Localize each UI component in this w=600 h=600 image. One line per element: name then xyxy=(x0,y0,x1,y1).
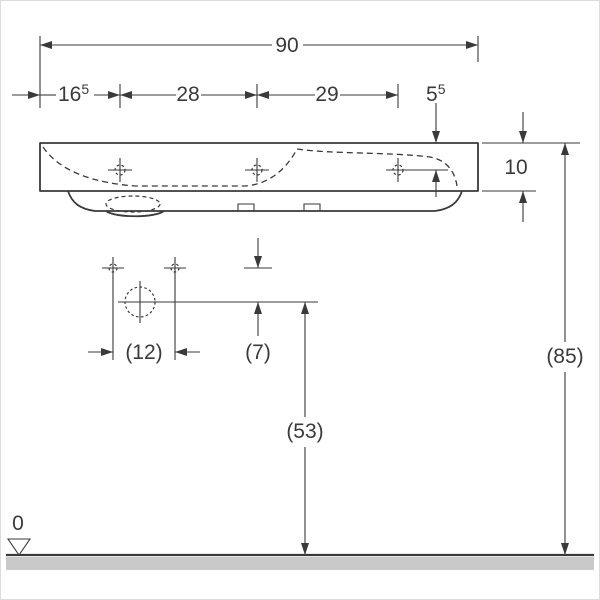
taphole-symbol-left xyxy=(108,158,132,182)
dim-label-left-to-taphole: 165 xyxy=(58,81,89,106)
dim-label-taphole-gap1: 28 xyxy=(176,83,199,106)
basin-rim-outline xyxy=(39,142,479,192)
dim-label-rim-height: 10 xyxy=(504,156,527,179)
dim-label-fixing-spacing: (12) xyxy=(125,341,162,364)
dim-label-fixing-to-outlet: (7) xyxy=(245,341,271,364)
ground-datum: 0 xyxy=(6,512,594,570)
taphole-circle xyxy=(392,164,404,176)
taphole-symbol-right xyxy=(386,158,448,182)
datum-triangle xyxy=(6,538,32,556)
dim-label-outlet-height: (53) xyxy=(286,420,323,443)
basin-elevation xyxy=(39,142,479,218)
underside-notch-left xyxy=(237,203,255,211)
dim-label-rim-to-taphole: 55 xyxy=(426,81,446,106)
dim-label-overall-width: 90 xyxy=(275,34,298,57)
taphole-circle xyxy=(251,164,263,176)
bowl-hidden-contour-right xyxy=(296,148,458,187)
taphole-circle xyxy=(114,164,126,176)
underside-notch-right xyxy=(303,203,321,211)
dim-label-taphole-gap2: 29 xyxy=(315,83,338,106)
taphole-symbol-center xyxy=(245,158,269,182)
fixing-hole-circle xyxy=(170,263,180,273)
fixing-hole-symbol-left xyxy=(102,257,124,279)
ground-hatch-band xyxy=(6,557,594,570)
fixing-hole-symbol-right xyxy=(164,257,186,279)
basin-underside-outline xyxy=(67,190,463,212)
dim-label-total-height: (85) xyxy=(546,345,583,368)
fixing-hole-circle xyxy=(108,263,118,273)
datum-zero-label: 0 xyxy=(12,512,24,535)
bowl-hidden-contour-left xyxy=(42,146,298,187)
dimensions: 90 165 28 29 55 10 (85) (7) (12) xyxy=(12,34,584,555)
outlet-symbol xyxy=(118,281,318,323)
drain-boss-outline xyxy=(105,210,165,218)
fixing-and-outlet-detail xyxy=(102,257,318,323)
drain-trap-hidden-ellipse xyxy=(105,195,161,213)
